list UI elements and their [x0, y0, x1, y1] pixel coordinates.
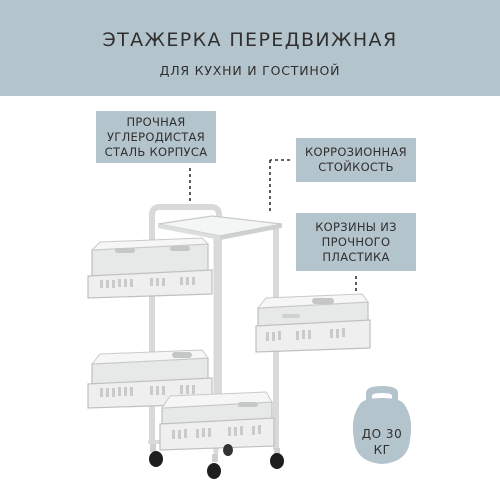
- callout-corrosion: КОРРОЗИОННАЯ СТОЙКОСТЬ: [296, 138, 416, 182]
- callout-baskets: КОРЗИНЫ ИЗ ПРОЧНОГО ПЛАСТИКА: [296, 213, 416, 271]
- wheels: [149, 444, 284, 479]
- wheel-front-left: [149, 444, 163, 467]
- callout-steel-line-3: СТАЛЬ КОРПУСА: [104, 144, 208, 159]
- header-banner: ЭТАЖЕРКА ПЕРЕДВИЖНАЯ ДЛЯ КУХНИ И ГОСТИНО…: [0, 0, 500, 96]
- wheel-front-center: [207, 454, 221, 479]
- left-frame-rail: [149, 204, 222, 445]
- page-subtitle: ДЛЯ КУХНИ И ГОСТИНОЙ: [159, 63, 341, 78]
- weight-capacity-unit: КГ: [373, 443, 391, 457]
- callout-baskets-line-2: ПРОЧНОГО: [321, 234, 391, 249]
- callout-corrosion-line-2: СТОЙКОСТЬ: [318, 160, 394, 174]
- kettlebell-icon: [352, 386, 412, 464]
- callout-baskets-line-1: КОРЗИНЫ ИЗ: [315, 219, 397, 234]
- callout-steel-line-1: ПРОЧНАЯ: [126, 114, 186, 129]
- wheel-right: [270, 448, 284, 469]
- page-title: ЭТАЖЕРКА ПЕРЕДВИЖНАЯ: [102, 29, 398, 51]
- top-tray: [157, 215, 283, 240]
- callout-baskets-line-3: ПЛАСТИКА: [322, 249, 390, 264]
- basket-bottom: [159, 391, 275, 451]
- weight-capacity-value: ДО 30: [361, 427, 403, 441]
- callout-steel: ПРОЧНАЯ УГЛЕРОДИСТАЯ СТАЛЬ КОРПУСА: [96, 111, 216, 163]
- callout-steel-line-2: УГЛЕРОДИСТАЯ: [106, 129, 206, 144]
- wheel-back-center: [223, 444, 233, 456]
- callout-corrosion-line-1: КОРРОЗИОННАЯ: [305, 145, 407, 159]
- basket-right: [255, 293, 371, 353]
- basket-top-left: [87, 237, 213, 299]
- weight-capacity-label: ДО 30 КГ: [352, 426, 412, 458]
